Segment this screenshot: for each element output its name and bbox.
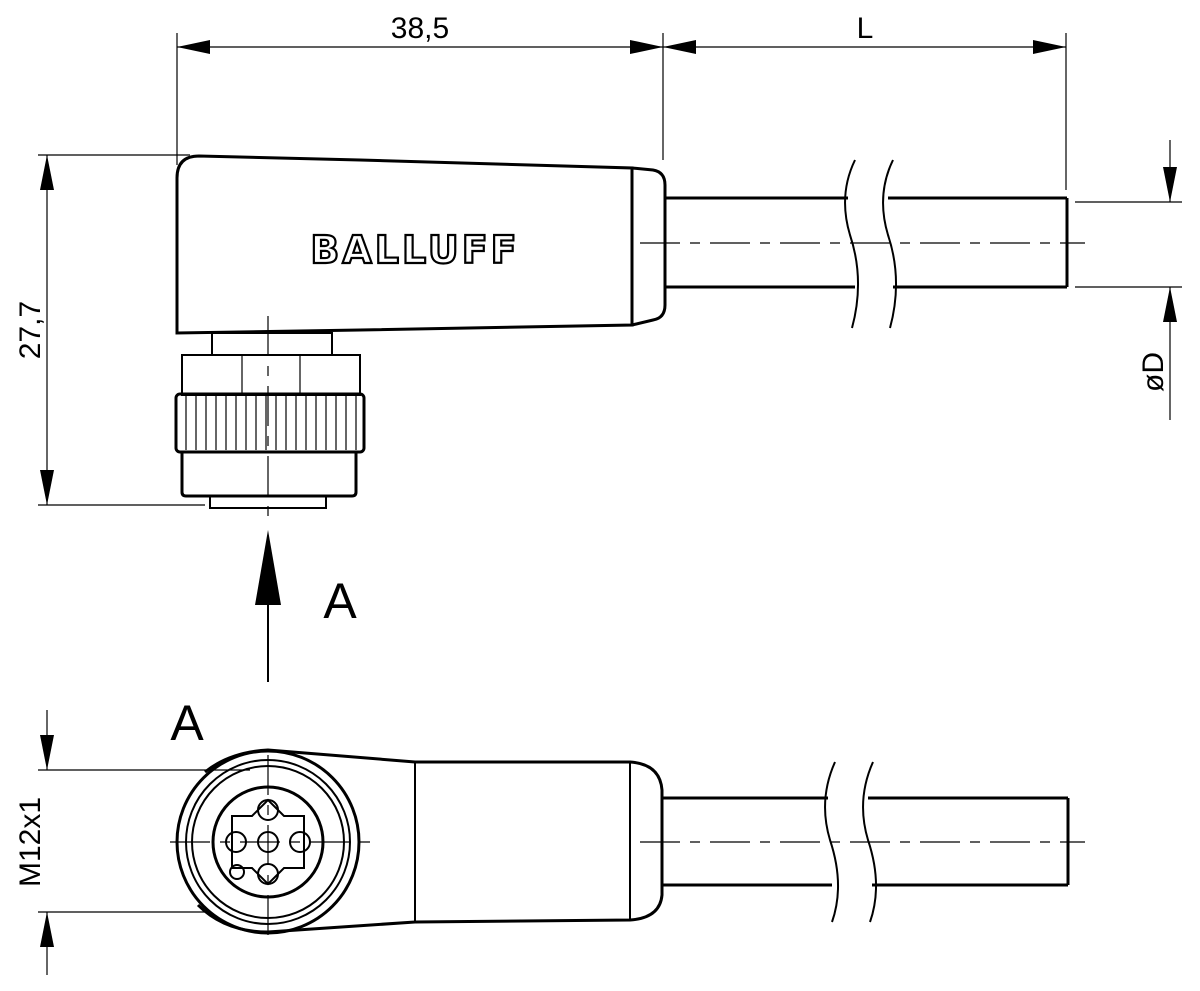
dimension-height: 27,7 — [14, 154, 205, 506]
dimension-thread-label: M12x1 — [14, 797, 47, 887]
cable — [640, 159, 1085, 329]
dimension-cable-diameter-label: øD — [1137, 352, 1170, 392]
dimension-height-label: 27,7 — [14, 301, 47, 359]
dimension-thread: M12x1 — [14, 710, 250, 975]
coding-key — [229, 864, 245, 880]
brand-logo: BALLUFF — [310, 228, 519, 272]
dimension-body-length: 38,5 — [176, 12, 664, 165]
connector-face — [170, 749, 370, 935]
dimension-cable-diameter: øD — [1075, 140, 1182, 420]
dimension-body-length-label: 38,5 — [391, 12, 449, 45]
front-view: A M12x1 — [14, 695, 1085, 975]
dimension-cable-length: L — [663, 12, 1067, 190]
cable-bottom — [640, 761, 1085, 923]
knurling — [185, 396, 357, 450]
coupling-nut — [174, 316, 366, 520]
connector-housing: BALLUFF — [175, 154, 667, 335]
dimension-cable-length-label: L — [857, 12, 874, 45]
view-title: A — [170, 695, 204, 751]
side-view: 38,5 L 27,7 BALLUFF — [14, 12, 1182, 682]
pin-1 — [257, 799, 279, 821]
view-arrow-label: A — [323, 573, 357, 629]
view-arrow-a: A — [255, 530, 357, 682]
